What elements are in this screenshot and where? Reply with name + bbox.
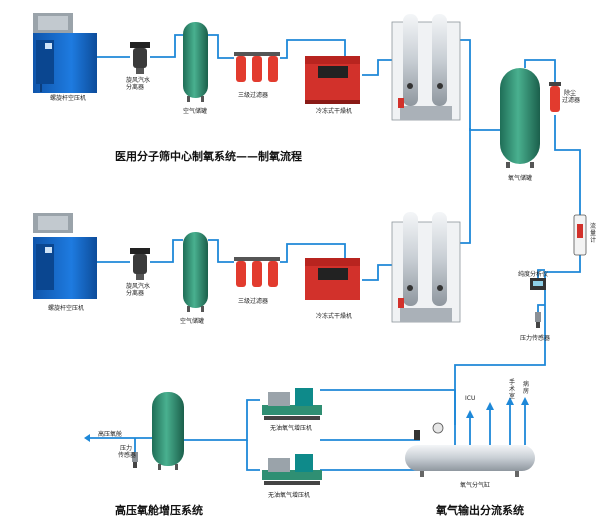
ward-label: 病房 [523, 380, 529, 395]
air-tank-1 [183, 22, 208, 102]
air-tank-2-label: 空气储罐 [180, 317, 204, 325]
pressure-sensor-right [535, 312, 541, 328]
hp-tank [152, 392, 184, 470]
separator-2-label: 旋风汽水分离器 [126, 282, 150, 297]
filters-2-label: 三级过滤器 [238, 297, 268, 305]
flowmeter-label: 流量计 [590, 222, 596, 244]
flowmeter-label-line3: 计 [590, 236, 596, 244]
flow-arrows [84, 397, 529, 442]
dryer-2-label: 冷冻式干燥机 [316, 312, 352, 320]
ward-label-line2: 房 [523, 387, 529, 395]
separator-1-label-line2: 分离器 [126, 83, 144, 91]
oxygen-tank-label: 氧气储罐 [508, 174, 532, 182]
hp-section-title: 高压氧舱增压系统 [115, 503, 203, 517]
pipes [90, 34, 581, 471]
generator-2 [391, 212, 461, 323]
separator-1-label: 旋风汽水分离器 [126, 76, 150, 91]
booster-2 [262, 454, 322, 485]
dryer-1 [305, 56, 360, 104]
pressure-sensor-left-label-line2: 传感器 [118, 451, 136, 459]
surgery-label: 手术室 [509, 378, 515, 400]
separator-2-label-line1: 旋风汽水 [126, 282, 150, 290]
output-section-title: 氧气输出分流系统 [435, 503, 524, 517]
oxygen-tank [500, 68, 540, 168]
separator-1 [130, 42, 150, 74]
dust-filter-label-line2: 过滤器 [562, 96, 580, 104]
oxygen-cylinder [405, 422, 535, 477]
booster-2-label: 无油氧气增压机 [268, 491, 310, 499]
cylinder-label: 氧气分气缸 [460, 481, 490, 489]
purity-analyzer-label: 纯度分析仪 [518, 270, 548, 278]
icu-label: ICU [465, 395, 475, 402]
main-title: 医用分子筛中心制氧系统——制氧流程 [115, 149, 302, 163]
hp-oxygen-label: 高压氧舱 [98, 430, 122, 438]
booster-1 [262, 388, 322, 420]
air-tank-2 [183, 232, 208, 312]
compressor-2-label: 螺旋杆空压机 [48, 304, 84, 312]
surgery-label-line3: 室 [509, 392, 515, 400]
filters-2 [234, 257, 280, 287]
flowmeter [573, 214, 587, 256]
surgery-label-line1: 手 [509, 378, 515, 386]
purity-analyzer [530, 278, 546, 290]
dust-filter [549, 82, 561, 112]
compressor-1 [33, 13, 97, 93]
filters-1 [234, 52, 280, 82]
pressure-sensor-left-label: 压力传感器 [118, 444, 136, 459]
compressor-1-label: 螺旋杆空压机 [50, 94, 86, 102]
generator-1 [391, 14, 461, 121]
flowmeter-label-line2: 量 [590, 230, 596, 237]
surgery-label-line2: 术 [509, 385, 515, 393]
separator-2 [130, 248, 150, 280]
pressure-sensor-left-label-line1: 压力 [120, 444, 132, 452]
compressor-2 [33, 213, 97, 299]
separator-1-label-line1: 旋风汽水 [126, 76, 150, 84]
separator-2-label-line2: 分离器 [126, 289, 144, 297]
dryer-2 [305, 258, 360, 300]
dust-filter-label: 除尘过滤器 [562, 89, 580, 104]
filters-1-label: 三级过滤器 [238, 91, 268, 99]
dryer-1-label: 冷冻式干燥机 [316, 107, 352, 115]
booster-1-label: 无油氧气增压机 [270, 424, 312, 432]
air-tank-1-label: 空气储罐 [183, 107, 207, 115]
ward-label-line1: 病 [523, 380, 529, 388]
pressure-sensor-left [132, 452, 138, 468]
flowmeter-label-line1: 流 [590, 222, 596, 230]
pressure-sensor-right-label: 压力传感器 [520, 334, 550, 342]
dust-filter-label-line1: 除尘 [564, 89, 576, 97]
